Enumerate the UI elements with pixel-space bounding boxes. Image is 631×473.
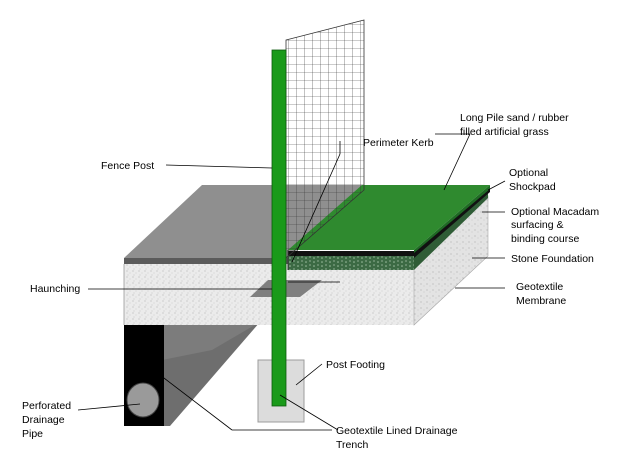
- perforated-pipe-label-line1: Perforated: [22, 400, 71, 412]
- haunching-label: Haunching: [30, 283, 80, 295]
- optional-shockpad-label-line1: Optional: [509, 167, 548, 179]
- post-footing-label: Post Footing: [326, 359, 385, 371]
- artificial-grass-side: [414, 185, 490, 253]
- geotextile-membrane-label-line1: Geotextile: [516, 281, 563, 293]
- perforated-pipe: [126, 382, 160, 418]
- drainage-trench-label-line1: Geotextile Lined Drainage: [336, 425, 458, 437]
- macadam-label-line1: Optional Macadam: [511, 206, 599, 218]
- drainage-trench-back: [162, 322, 260, 360]
- artificial-grass-top: [288, 185, 490, 250]
- perforated-pipe-label-line3: Pipe: [22, 428, 43, 440]
- long-pile-label-line2: filled artificial grass: [460, 126, 549, 138]
- stone-foundation-front-left: [124, 264, 288, 325]
- drainage-trench-label-line2: Trench: [336, 439, 368, 451]
- geotextile-membrane-label-line2: Membrane: [516, 295, 566, 307]
- macadam-layer-front: [288, 255, 414, 270]
- fence-post: [271, 49, 287, 407]
- macadam-label-line3: binding course: [511, 233, 579, 245]
- perforated-pipe-label-line2: Drainage: [22, 414, 65, 426]
- optional-shockpad-label-line2: Shockpad: [509, 181, 556, 193]
- leader-lines: [77, 133, 506, 431]
- macadam-label-line2: surfacing &: [511, 219, 564, 231]
- stone-foundation-front-right: [288, 270, 414, 325]
- kerb-slab-top-dark-strip: [124, 258, 288, 264]
- long-pile-label-line1: Long Pile sand / rubber: [460, 112, 569, 124]
- stone-foundation-label: Stone Foundation: [511, 253, 594, 265]
- shockpad-layer-front: [288, 251, 414, 256]
- macadam-layer-side: [414, 190, 488, 270]
- perimeter-kerb-label: Perimeter Kerb: [363, 137, 434, 149]
- fence-post-label: Fence Post: [101, 160, 154, 172]
